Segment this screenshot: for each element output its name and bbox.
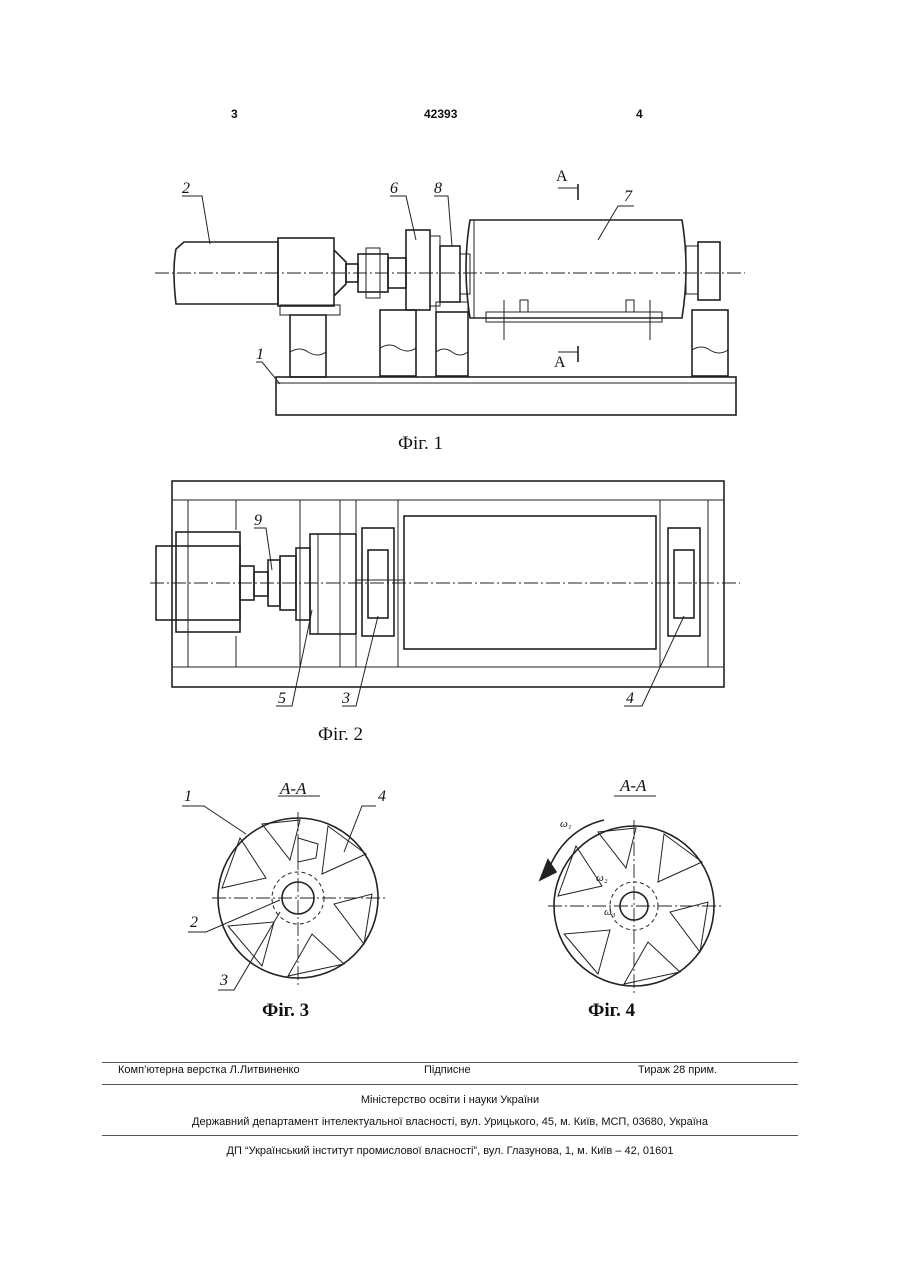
fig4-section-title: А-А — [620, 776, 646, 796]
fig2-label-9: 9 — [254, 512, 262, 530]
fig1-section-mark-top: А — [556, 168, 568, 186]
fig3-label-2: 2 — [190, 914, 198, 932]
fig3-label-1: 1 — [184, 788, 192, 806]
footer-rule-bottom — [102, 1135, 798, 1136]
fig2-caption: Фіг. 2 — [318, 724, 363, 746]
fig3-label-3: 3 — [220, 972, 228, 990]
fig2-label-5: 5 — [278, 690, 286, 708]
institute-address: ДП “Український інститут промислової вла… — [0, 1145, 900, 1157]
fig1-label-6: 6 — [390, 180, 398, 198]
fig2-label-4: 4 — [626, 690, 634, 708]
fig1-section-mark-bottom: А — [554, 354, 566, 372]
circulation: Тираж 28 прим. — [638, 1064, 717, 1076]
signed-note: Підписне — [424, 1064, 471, 1076]
fig1-label-8: 8 — [434, 180, 442, 198]
fig1-label-7: 7 — [624, 188, 632, 206]
footer-rule-top — [102, 1062, 798, 1063]
fig4-omega-outer: ω₁ — [560, 818, 572, 830]
fig4-omega-inner: ω₃ — [604, 906, 616, 918]
ministry-name: Міністерство освіти і науки України — [0, 1094, 900, 1106]
fig1-caption: Фіг. 1 — [398, 433, 443, 455]
fig3-label-4: 4 — [378, 788, 386, 806]
fig3-section-title: А-А — [280, 779, 306, 799]
fig3-drawing — [182, 796, 386, 990]
fig1-label-1: 1 — [256, 346, 264, 364]
fig3-caption: Фіг. 3 — [262, 1000, 309, 1022]
fig2-drawing — [150, 481, 740, 706]
fig4-omega-mid: ω₂ — [596, 872, 608, 884]
fig1-drawing — [155, 184, 745, 415]
department-address: Державний департамент інтелектуальної вл… — [0, 1116, 900, 1128]
fig4-caption: Фіг. 4 — [588, 1000, 635, 1022]
footer-rule-middle — [102, 1084, 798, 1085]
fig2-label-3: 3 — [342, 690, 350, 708]
layout-credit: Комп’ютерна верстка Л.Литвиненко — [118, 1064, 300, 1076]
fig1-label-2: 2 — [182, 180, 190, 198]
